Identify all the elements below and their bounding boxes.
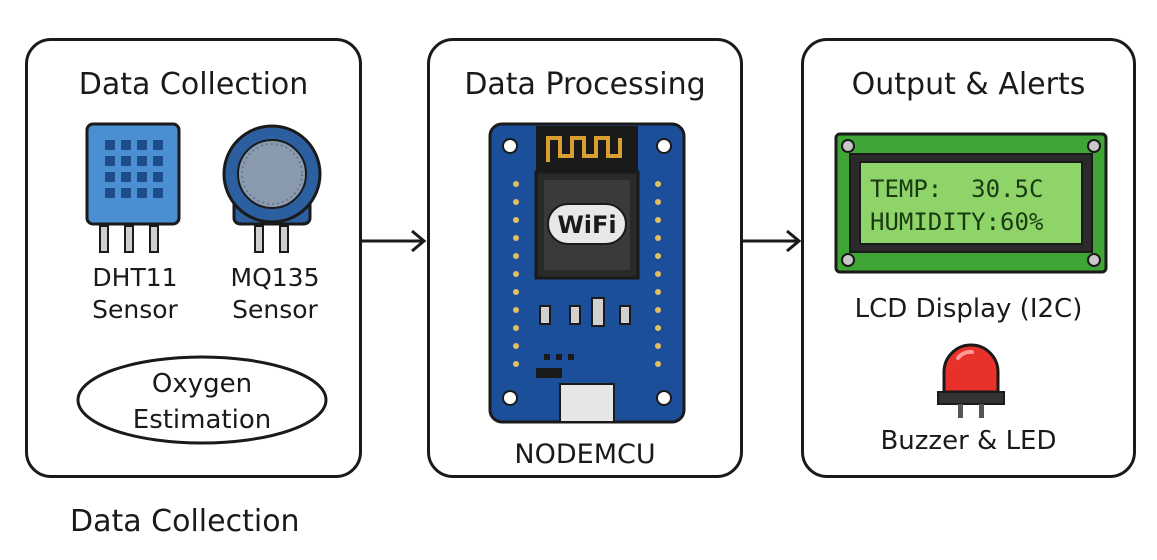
data-collection-title: Data Collection [78, 67, 309, 102]
arrow-collection-to-processing [362, 229, 427, 253]
buzzer-led-caption: Buzzer & LED [880, 426, 1057, 456]
oxygen-label-line2: Estimation [132, 405, 272, 435]
nodemcu-board-icon: WiFi [488, 122, 686, 424]
dht11-sensor-icon [85, 122, 181, 253]
mq135-label: MQ135 Sensor [210, 262, 340, 326]
dht11-label-line1: DHT11 [92, 263, 178, 292]
oxygen-estimation-ellipse [76, 355, 328, 445]
lcd-line-2: HUMIDITY:60% [870, 208, 1044, 236]
nodemcu-label: NODEMCU [514, 439, 656, 470]
oxygen-estimation-label: Oxygen Estimation [76, 366, 328, 438]
footer-caption: Data Collection [70, 504, 300, 539]
arrow-processing-to-output [743, 229, 802, 253]
lcd-display-caption: LCD Display (I2C) [854, 294, 1083, 324]
output-alerts-title: Output & Alerts [851, 67, 1086, 102]
oxygen-label-line1: Oxygen [151, 369, 253, 399]
dht11-label: DHT11 Sensor [70, 262, 200, 326]
data-processing-title: Data Processing [464, 67, 706, 102]
led-icon [937, 343, 1005, 418]
wifi-logo-text: WiFi [557, 211, 616, 239]
mq135-label-line1: MQ135 [230, 263, 320, 292]
dht11-label-line2: Sensor [92, 295, 178, 324]
lcd-line-1: TEMP: 30.5C [870, 175, 1043, 203]
lcd-display-icon: TEMP: 30.5C HUMIDITY:60% [834, 132, 1108, 274]
mq135-label-line2: Sensor [232, 295, 318, 324]
mq135-sensor-icon [222, 124, 322, 253]
